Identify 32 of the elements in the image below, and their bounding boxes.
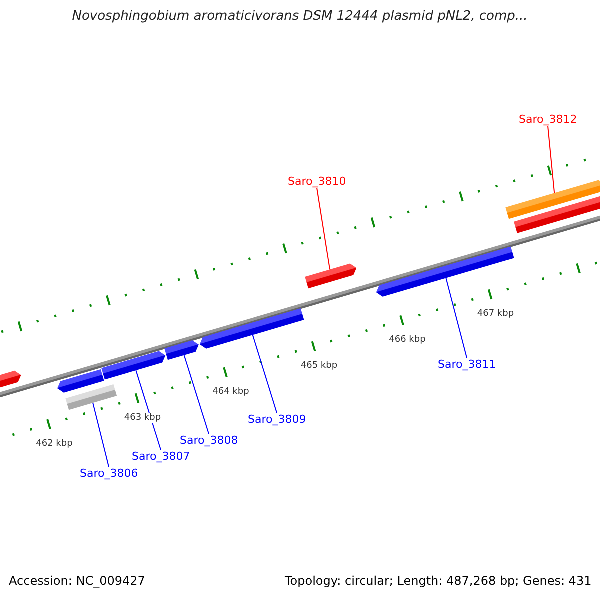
scale-label: 463 kbp: [124, 412, 162, 423]
gene-label: Saro_3808: [180, 434, 238, 447]
leader-line: [548, 126, 556, 194]
leader-line: [184, 354, 210, 434]
gene-label: Saro_3806: [80, 467, 138, 480]
scale-label: 465 kbp: [300, 360, 338, 371]
gene-segment: [164, 340, 199, 360]
leader-line: [252, 334, 278, 414]
footer-text: Topology: circular; Length: 487,268 bp; Genes: 431: [285, 574, 592, 588]
leader-line: [136, 370, 162, 450]
gene-segment: [514, 196, 600, 234]
gene-label: Saro_3807: [132, 450, 190, 463]
gene-segment: [376, 246, 514, 297]
gene-segment: [200, 308, 304, 349]
gene-segment: [305, 264, 357, 289]
gene-label: Saro_3811: [438, 358, 496, 371]
gene-segment: [58, 369, 104, 393]
gene-label: Saro_3812: [519, 113, 578, 126]
leader-line: [316, 188, 331, 270]
leader-line: [446, 278, 468, 358]
scale-label: 464 kbp: [212, 386, 250, 397]
leader-line: [92, 402, 110, 468]
gene-label: Saro_3810: [288, 175, 346, 188]
footer-text: Accession: NC_009427: [9, 574, 146, 588]
title: Novosphingobium aromaticivorans DSM 12444 plasmid pNL2, comp...: [71, 9, 529, 24]
gene-segment: [102, 351, 166, 380]
scale-label: 462 kbp: [36, 438, 73, 449]
scale-label: 467 kbp: [477, 308, 514, 319]
gene-label: Saro_3809: [248, 413, 306, 426]
scale-label: 466 kbp: [389, 334, 426, 345]
gene-segment: [506, 180, 600, 220]
gene-box: [66, 384, 118, 410]
